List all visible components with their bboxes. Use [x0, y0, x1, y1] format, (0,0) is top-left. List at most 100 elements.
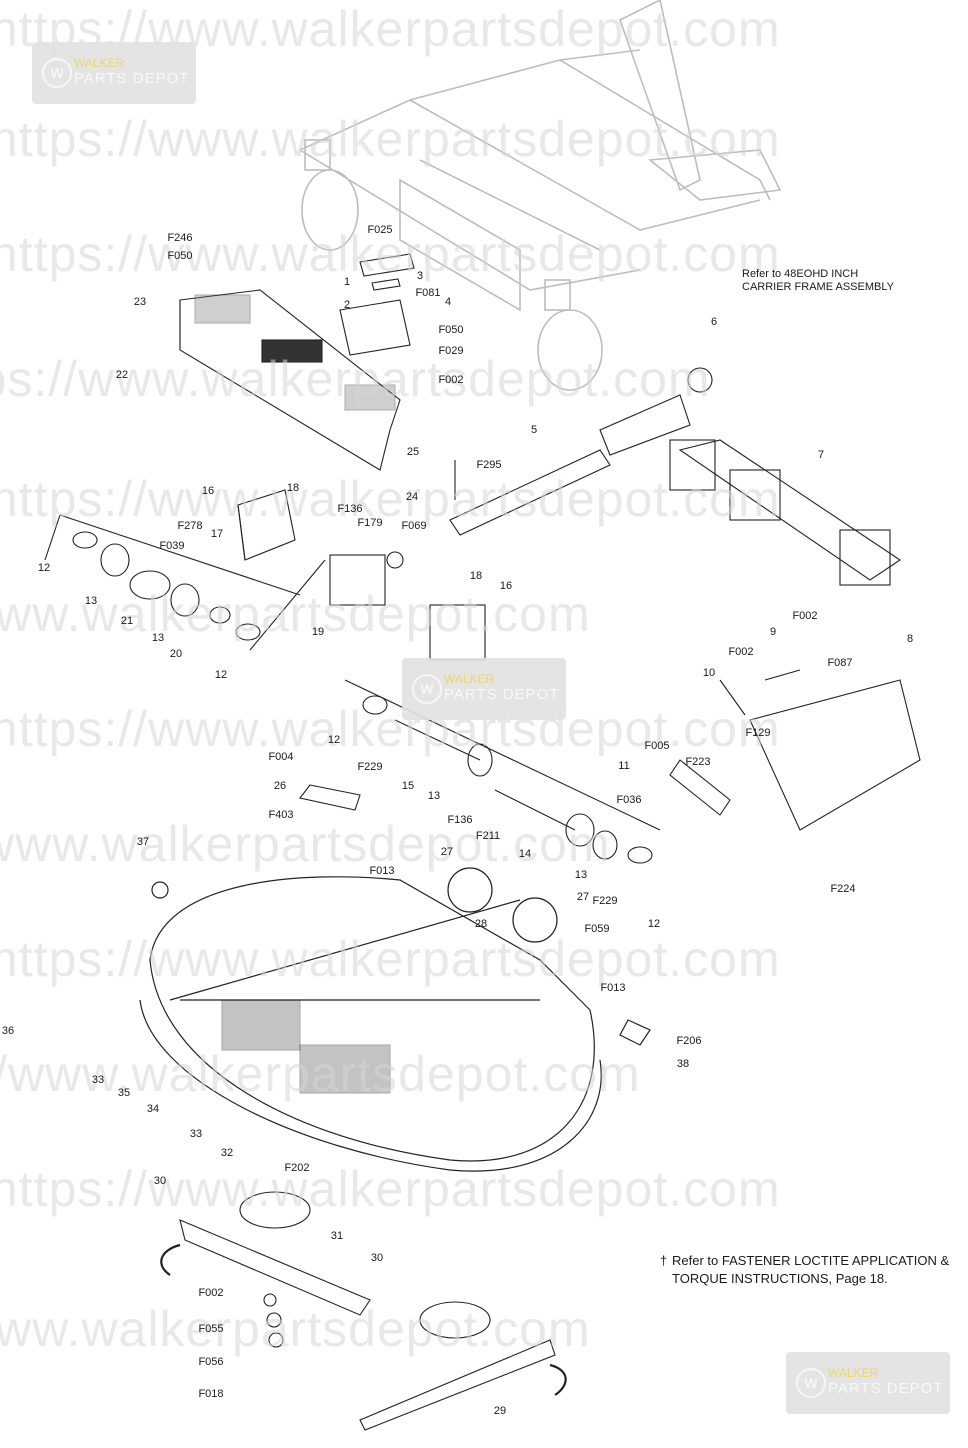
walker-logo-icon: W: [412, 674, 442, 704]
callout-label: 31: [330, 1230, 344, 1242]
callout-label: F129: [745, 727, 771, 739]
callout-label: 17: [210, 528, 224, 540]
callout-label: 12: [214, 669, 228, 681]
callout-label: F039: [159, 540, 185, 552]
watermark-line: https://www.walkerpartsdepot.com: [0, 816, 611, 872]
callout-label: 24: [405, 491, 419, 503]
callout-label: 12: [647, 918, 661, 930]
callout-label: 8: [906, 633, 914, 645]
carrier-frame-note: Refer to 48EOHD INCH CARRIER FRAME ASSEM…: [742, 268, 894, 294]
callout-label: F278: [177, 520, 203, 532]
callout-label: 11: [618, 760, 630, 772]
watermark-badge: W WALKER PARTS DEPOT: [402, 658, 566, 720]
callout-label: F087: [827, 657, 853, 669]
fastener-note-line2: TORQUE INSTRUCTIONS, Page 18.: [672, 1271, 888, 1286]
callout-label: 27: [576, 891, 590, 903]
callout-label: F295: [476, 459, 502, 471]
callout-label: F050: [167, 250, 193, 262]
callout-label: 35: [117, 1087, 131, 1099]
callout-label: 13: [427, 790, 441, 802]
callout-label: F013: [600, 982, 626, 994]
callout-label: 3: [416, 270, 424, 282]
callout-label: 33: [189, 1128, 203, 1140]
callout-label: F002: [438, 374, 464, 386]
callout-label: 36: [1, 1025, 15, 1037]
callout-label: 14: [518, 848, 532, 860]
callout-label: 23: [133, 296, 147, 308]
callout-label: F036: [616, 794, 642, 806]
watermark-line: https://www.walkerpartsdepot.com: [0, 701, 781, 757]
callout-label: 32: [220, 1147, 234, 1159]
callout-label: 13: [84, 595, 98, 607]
callout-label: F202: [284, 1162, 310, 1174]
callout-label: 18: [469, 570, 483, 582]
watermark-badge: W WALKER PARTS DEPOT: [786, 1352, 950, 1414]
carrier-note-line2: CARRIER FRAME ASSEMBLY: [742, 281, 894, 293]
callout-label: F029: [438, 345, 464, 357]
driveshaft-group: [449, 367, 901, 586]
callout-label: 19: [311, 626, 325, 638]
callout-label: 16: [201, 485, 215, 497]
watermark-line: https://www.walkerpartsdepot.com: [0, 1161, 781, 1217]
dagger-symbol: †: [660, 1253, 668, 1268]
walker-logo-icon: W: [42, 58, 72, 88]
callout-label: F403: [268, 809, 294, 821]
blade-group: [160, 1191, 567, 1431]
callout-label: 7: [817, 449, 825, 461]
watermark-line: https://www.walkerpartsdepot.com: [0, 111, 781, 167]
watermark-line: https://www.walkerpartsdepot.com: [0, 471, 781, 527]
callout-label: 2: [343, 299, 351, 311]
callout-label: 26: [273, 780, 287, 792]
badge-top-text: WALKER: [444, 672, 495, 686]
badge-top-text: WALKER: [828, 1366, 879, 1380]
watermark-line: https://www.walkerpartsdepot.com: [0, 226, 781, 282]
mower-deck-group: [139, 867, 651, 1172]
callout-label: 20: [169, 648, 183, 660]
walker-logo-icon: W: [796, 1368, 826, 1398]
gearbox-left-group: [44, 489, 486, 661]
badge-bottom-text: PARTS DEPOT: [444, 686, 560, 703]
carrier-frame-ghost: [299, 0, 782, 391]
watermark-line: https://www.walkerpartsdepot.com: [0, 931, 781, 987]
callout-label: 15: [401, 780, 415, 792]
callout-label: 13: [574, 869, 588, 881]
callout-label: F179: [357, 517, 383, 529]
callout-label: 38: [676, 1058, 690, 1070]
callout-label: 28: [474, 918, 488, 930]
callout-label: 10: [702, 667, 716, 679]
callout-label: 29: [493, 1405, 507, 1417]
watermark-line: https://www.walkerpartsdepot.com: [0, 1046, 641, 1102]
callout-label: 9: [769, 626, 777, 638]
badge-top-text: WALKER: [74, 56, 125, 70]
callout-label: 37: [136, 836, 150, 848]
callout-label: 30: [370, 1252, 384, 1264]
callout-label: 13: [151, 632, 165, 644]
callout-label: F069: [401, 520, 427, 532]
callout-label: F002: [198, 1287, 224, 1299]
callout-label: F246: [167, 232, 193, 244]
callout-label: 12: [327, 734, 341, 746]
watermark-line: https://www.walkerpartsdepot.com: [0, 586, 591, 642]
callout-label: 4: [444, 296, 452, 308]
deck-cover-group: [179, 253, 415, 471]
callout-label: 16: [499, 580, 513, 592]
shaft-assembly-group: [249, 559, 921, 864]
callout-label: 21: [120, 615, 134, 627]
callout-label: F229: [357, 761, 383, 773]
callout-label: F025: [367, 224, 393, 236]
callout-label: F223: [685, 756, 711, 768]
watermark-line: https://www.walkerpartsdepot.com: [0, 1301, 591, 1357]
callout-label: 22: [115, 369, 129, 381]
callout-label: 5: [530, 424, 538, 436]
callout-label: 1: [343, 276, 351, 288]
carrier-note-line1: Refer to 48EOHD INCH: [742, 268, 859, 280]
callout-label: 6: [710, 316, 718, 328]
callout-label: F136: [337, 503, 363, 515]
callout-label: F136: [447, 814, 473, 826]
fastener-note-line1: Refer to FASTENER LOCTITE APPLICATION &: [672, 1253, 950, 1268]
callout-label: F050: [438, 324, 464, 336]
callout-label: F081: [415, 287, 441, 299]
callout-label: F002: [728, 646, 754, 658]
